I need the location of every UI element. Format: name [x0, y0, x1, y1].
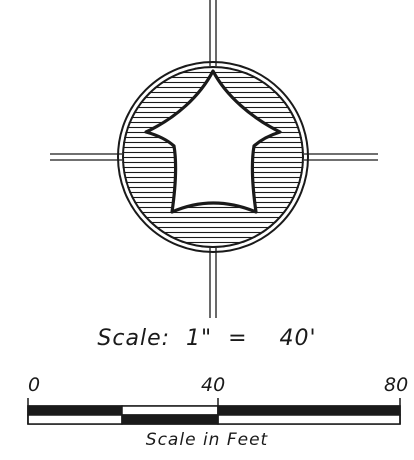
scale-bar-segment: [27, 414, 123, 425]
north-arrow-icon: [50, 0, 378, 318]
scale-bar-segment: [121, 414, 219, 425]
scale-tick-label: 0: [28, 374, 41, 396]
arrow-shape: [144, 69, 282, 214]
scale-bar-segment: [217, 414, 401, 425]
scale-bar-segment: [217, 405, 401, 416]
scale-bar-segment: [27, 405, 123, 416]
inner-ring: [122, 66, 304, 248]
crosshair-lines: [50, 0, 378, 318]
scale-bar: [27, 398, 401, 425]
scale-caption: Scale in Feet: [145, 430, 269, 450]
scale-ratio-label: Scale: 1" = 40': [97, 326, 317, 351]
scale-tick-label: 80: [384, 374, 409, 396]
scale-bar-segment: [121, 405, 219, 416]
outer-ring: [117, 61, 309, 253]
scale-tick-label: 40: [201, 374, 226, 396]
